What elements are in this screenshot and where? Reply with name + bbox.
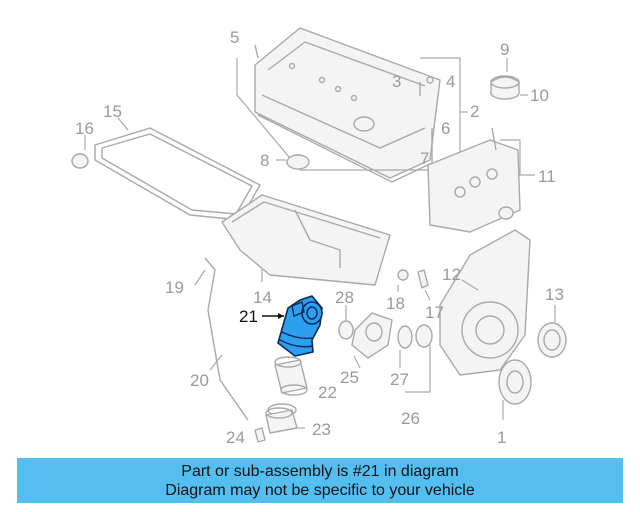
callout-4: 4 (446, 72, 455, 91)
callout-9: 9 (500, 40, 509, 59)
callout-27: 27 (390, 370, 409, 389)
callout-15: 15 (103, 102, 122, 121)
oil-filter-element-part (274, 356, 308, 396)
callout-28: 28 (335, 288, 354, 307)
valve-cover-gasket-part (257, 114, 433, 183)
callout-14: 14 (253, 288, 272, 307)
callout-18: 18 (386, 294, 405, 313)
oil-filler-cap-part (490, 75, 520, 100)
callout-23: 23 (312, 420, 331, 439)
oil-pan-gasket-part (94, 127, 261, 221)
oil-filter-housing-part-21 (277, 295, 323, 357)
seal-part-16 (71, 153, 89, 169)
callout-2: 2 (470, 102, 479, 121)
bolt-part-24 (254, 427, 266, 443)
timing-cover-part (427, 127, 521, 233)
o-ring-part-28 (338, 320, 354, 340)
banner-line-1: Part or sub-assembly is #21 in diagram (181, 462, 459, 480)
callout-25: 25 (340, 368, 359, 387)
callout-11: 11 (538, 167, 556, 186)
callout-6: 6 (441, 119, 450, 138)
callout-19: 19 (165, 278, 184, 297)
oil-cooler-housing-part (351, 312, 393, 359)
callout-8: 8 (260, 151, 269, 170)
callout-13: 13 (545, 285, 564, 304)
crank-pulley-part (498, 359, 532, 405)
callout-16: 16 (75, 119, 94, 138)
callout-12: 12 (442, 265, 461, 284)
callout-3: 3 (392, 72, 401, 91)
callout-5: 5 (230, 28, 239, 47)
callout-21: 21 (239, 307, 258, 326)
seal-part-27 (397, 325, 413, 349)
bolt-part-5 (254, 44, 259, 59)
lower-timing-cover-part (439, 229, 531, 376)
parts-diagram: 1 2 3 4 5 6 7 8 9 10 11 12 13 14 15 16 1… (71, 27, 567, 447)
seal-part-26 (415, 324, 433, 348)
valve-cover-part (254, 27, 441, 179)
callout-20: 20 (190, 371, 209, 390)
callout-22: 22 (318, 383, 337, 402)
callout-26: 26 (401, 409, 420, 428)
dipstick-part (204, 257, 249, 421)
crank-seal-part (537, 322, 567, 358)
nut-part-4 (426, 76, 434, 84)
callout-24: 24 (226, 428, 245, 447)
callout-17: 17 (425, 303, 444, 322)
callout-7: 7 (420, 149, 429, 168)
filter-cap-part (265, 407, 298, 434)
sensor-part-18 (397, 269, 409, 281)
callout-1: 1 (497, 428, 506, 447)
seal-part-8 (286, 154, 310, 170)
banner-line-2: Diagram may not be specific to your vehi… (165, 481, 475, 499)
info-banner: Part or sub-assembly is #21 in diagram D… (17, 458, 623, 503)
callout-10: 10 (530, 86, 549, 105)
plug-part-17 (417, 269, 429, 289)
oil-pan-part (221, 194, 391, 286)
